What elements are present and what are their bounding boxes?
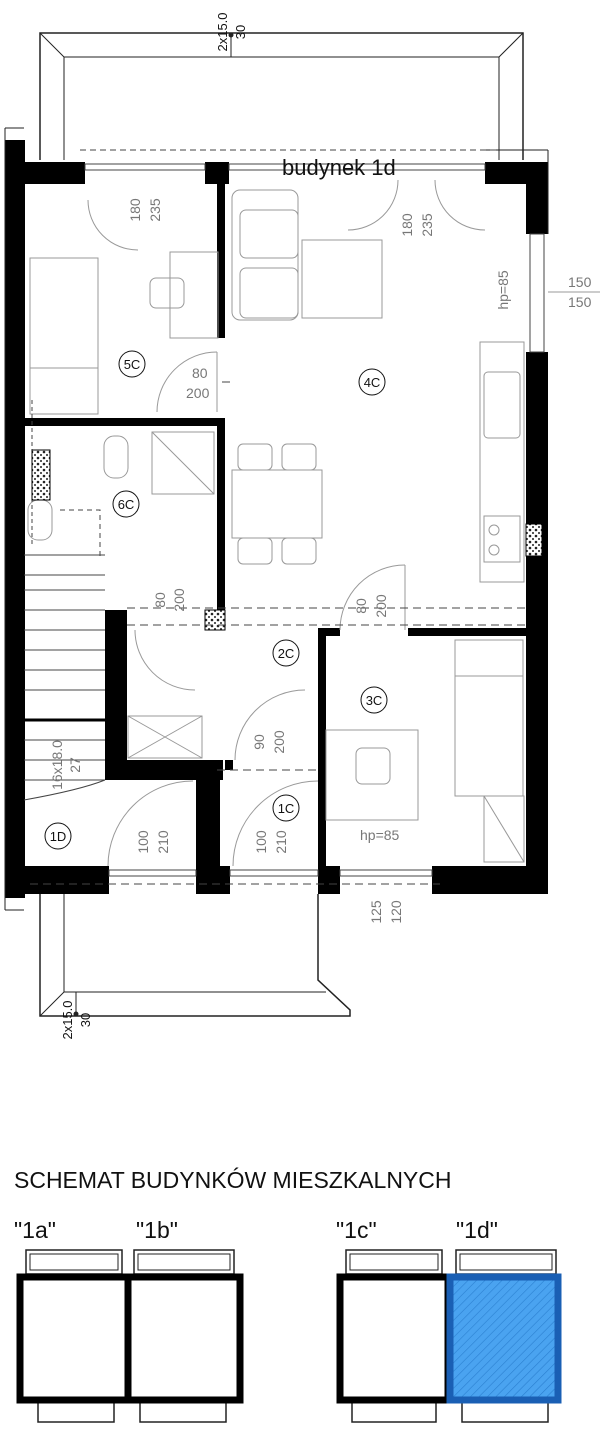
schema-label-1d: "1d" — [456, 1217, 498, 1243]
dimension-labels: 180 235 180 235 150 150 hp=85 80 200 80 … — [49, 198, 600, 924]
staircase — [23, 400, 543, 801]
door-3c-b: 200 — [373, 594, 389, 618]
schema-label-1b: "1b" — [136, 1217, 178, 1243]
top-balcony: 2x15.0 30 — [39, 12, 524, 160]
win-bottom-a: 125 — [368, 900, 384, 924]
hp-right: hp=85 — [495, 270, 511, 310]
bottom-stair-dim-b: 30 — [78, 1013, 93, 1027]
stairs-dim-b: 27 — [67, 757, 83, 773]
stairs-dim-a: 16x18.0 — [49, 740, 65, 790]
door-6c-a: 80 — [152, 592, 168, 608]
schema-label-1c: "1c" — [336, 1217, 377, 1243]
exterior-walls — [4, 127, 549, 911]
building-label: budynek 1d — [282, 155, 396, 180]
door-1c-a: 100 — [253, 830, 269, 854]
schema-title: SCHEMAT BUDYNKÓW MIESZKALNYCH — [14, 1167, 451, 1193]
door-5c-a: 80 — [192, 365, 208, 381]
door-1d-a: 100 — [135, 830, 151, 854]
furniture — [27, 189, 525, 863]
room-4c: 4C — [364, 375, 381, 390]
room-1c: 1C — [278, 801, 295, 816]
schema-label-1a: "1a" — [14, 1217, 56, 1243]
bottom-balcony: 2x15.0 30 — [39, 894, 351, 1040]
win-right-b: 150 — [568, 294, 592, 310]
room-1d: 1D — [50, 829, 67, 844]
schema-building-1a — [16, 1249, 132, 1423]
dashed-guides — [30, 381, 526, 885]
door-1d-b: 210 — [155, 830, 171, 854]
hp-3c: hp=85 — [360, 827, 400, 843]
room-6c: 6C — [118, 497, 135, 512]
schema-building-1d — [446, 1249, 562, 1423]
win-top-right-b: 235 — [419, 213, 435, 237]
room-3c: 3C — [366, 693, 383, 708]
win-right-a: 150 — [568, 274, 592, 290]
door-1c-b: 210 — [273, 830, 289, 854]
room-markers: 5C 4C 6C 2C 3C 1C 1D — [44, 350, 388, 850]
door-2c-a: 90 — [251, 734, 267, 750]
room-5c: 5C — [124, 357, 141, 372]
windows — [80, 149, 545, 877]
win-top-right-a: 180 — [399, 213, 415, 237]
room-2c: 2C — [278, 646, 295, 661]
schema-labels: "1a" "1b" "1c" "1d" — [14, 1217, 498, 1243]
win-top-left-a: 180 — [127, 198, 143, 222]
door-2c-b: 200 — [271, 730, 287, 754]
top-stair-dim-b: 30 — [233, 25, 248, 39]
win-bottom-b: 120 — [388, 900, 404, 924]
door-6c-b: 200 — [171, 588, 187, 612]
doors — [87, 179, 486, 867]
door-3c-a: 80 — [353, 598, 369, 614]
interior-walls — [24, 184, 526, 870]
schema-building-1b — [124, 1249, 244, 1423]
schema-building-1c — [336, 1249, 452, 1423]
door-5c-b: 200 — [186, 385, 210, 401]
top-stair-dim-a: 2x15.0 — [215, 12, 230, 51]
bottom-stair-dim-a: 2x15.0 — [60, 1000, 75, 1039]
win-top-left-b: 235 — [147, 198, 163, 222]
